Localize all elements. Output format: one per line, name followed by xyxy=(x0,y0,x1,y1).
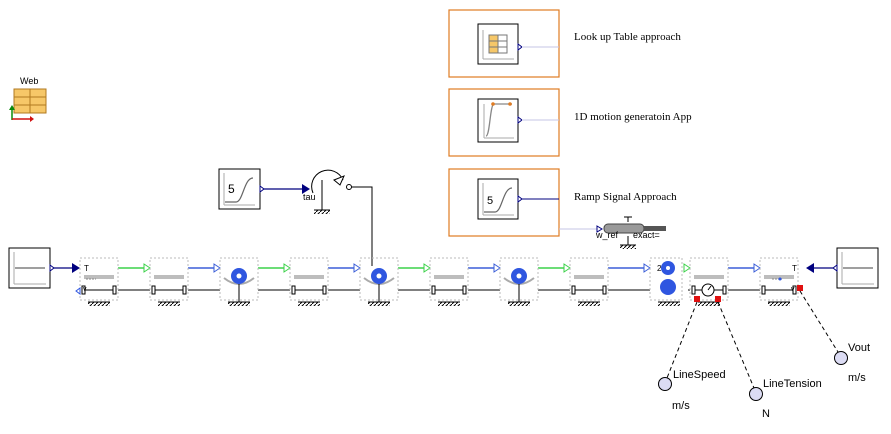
segment-tension-out-label: T xyxy=(792,264,797,273)
ground-icon xyxy=(658,302,680,306)
vout-unit: m/s xyxy=(848,372,866,384)
left-signal-arrow xyxy=(72,263,80,273)
ground-icon xyxy=(88,302,110,306)
motor-wref-label: w_ref xyxy=(595,230,619,240)
web-label: Web xyxy=(20,76,38,86)
line-speed-unit: m/s xyxy=(672,400,690,412)
vout-port xyxy=(797,285,803,291)
vout-wire xyxy=(799,290,839,353)
approach-label-ramp: Ramp Signal Approach xyxy=(574,191,677,203)
web-connector-port xyxy=(753,263,761,273)
ground-icon xyxy=(508,302,530,306)
sensor-vout[interactable]: Vout m/s xyxy=(834,342,871,384)
sensor-line-speed[interactable]: LineSpeed m/s xyxy=(658,369,726,412)
ground-icon xyxy=(768,302,790,306)
segment-speed-out-label: v xyxy=(791,286,795,293)
span-flange xyxy=(322,285,327,295)
ground-icon xyxy=(314,210,330,214)
web-connector-port xyxy=(213,263,221,273)
web-span-bar xyxy=(764,275,794,279)
ground-icon xyxy=(698,302,720,306)
torque-source[interactable]: tau xyxy=(303,169,352,214)
span-flange xyxy=(571,285,576,295)
span-flange xyxy=(691,285,696,295)
span-flange xyxy=(182,285,187,295)
torque-input-arrow xyxy=(302,184,310,194)
roller-hub xyxy=(516,273,522,279)
ground-icon xyxy=(578,302,600,306)
web-connector-port xyxy=(563,263,571,273)
right-signal-arrow xyxy=(806,263,814,273)
motor-exact-label: exact= xyxy=(633,230,660,240)
web-span-bar xyxy=(574,275,604,279)
span-flange xyxy=(431,285,436,295)
web-span-bar xyxy=(434,275,464,279)
speed-port-left xyxy=(75,287,81,295)
line-tension-wire xyxy=(717,301,755,389)
motion-profile-icon xyxy=(483,102,514,139)
roller-hub xyxy=(376,273,382,279)
span-flange xyxy=(291,285,296,295)
tension-source-left[interactable] xyxy=(8,247,55,289)
table-icon xyxy=(482,30,514,60)
line-speed-name: LineSpeed xyxy=(673,369,726,381)
line-tension-unit: N xyxy=(762,408,770,420)
vout-name: Vout xyxy=(848,342,870,354)
span-flange xyxy=(151,285,156,295)
roller-icon xyxy=(660,279,676,295)
ground-icon xyxy=(228,302,250,306)
line-tension-port xyxy=(715,296,721,302)
torque-to-roller-wire xyxy=(351,186,373,266)
web-block[interactable]: Web xyxy=(9,76,47,122)
web-end-dot xyxy=(778,277,782,281)
tension-source-right[interactable] xyxy=(832,247,879,289)
line-tension-name: LineTension xyxy=(763,378,822,390)
sensor-assembly[interactable] xyxy=(694,283,803,302)
web-connector-port xyxy=(683,263,691,273)
approach-label-lookup: Look up Table approach xyxy=(574,31,681,43)
approach-label-motion: 1D motion generatoin App xyxy=(574,111,692,123)
web-line-chain xyxy=(75,257,799,306)
ground-icon xyxy=(158,302,180,306)
span-flange xyxy=(761,285,766,295)
speed-motor[interactable]: w_ref exact= xyxy=(559,216,666,249)
web-span-bar xyxy=(84,275,114,279)
ramp-icon xyxy=(482,183,514,216)
sensor-line-tension[interactable]: LineTension N xyxy=(749,378,822,420)
double-roller-block xyxy=(649,257,683,301)
span-flange xyxy=(462,285,467,295)
roller-number-label: 2 xyxy=(657,264,662,273)
roller-hub xyxy=(666,266,670,270)
segment-tension-in-label: T xyxy=(84,264,89,273)
ground-icon xyxy=(438,302,460,306)
line-speed-wire xyxy=(666,301,698,379)
web-connector-port xyxy=(283,263,291,273)
span-flange xyxy=(602,285,607,295)
ramp-block[interactable]: 5 xyxy=(218,168,265,210)
span-flange xyxy=(112,285,117,295)
web-span-bar xyxy=(294,275,324,279)
web-connector-port xyxy=(423,263,431,273)
ramp-block-value: 5 xyxy=(228,182,235,196)
approach-ramp-signal[interactable]: 5 Ramp Signal Approach xyxy=(448,168,677,237)
web-connector-port xyxy=(493,263,501,273)
ground-icon xyxy=(620,245,636,249)
web-span-bar xyxy=(694,275,724,279)
web-connector-port xyxy=(643,263,651,273)
span-flange xyxy=(722,285,727,295)
web-connector-port xyxy=(353,263,361,273)
line-speed-port xyxy=(694,296,700,302)
web-span-bar xyxy=(154,275,184,279)
web-table-icon xyxy=(9,88,47,122)
approach-1d-motion[interactable]: 1D motion generatoin App xyxy=(448,88,692,157)
web-connector-port xyxy=(143,263,151,273)
ground-icon xyxy=(368,302,390,306)
segment-speed-in-label: v xyxy=(83,286,87,293)
ramp-value-label: 5 xyxy=(487,195,493,207)
roller-hub xyxy=(236,273,242,279)
torque-label: tau xyxy=(303,192,316,202)
approach-lookup-table[interactable]: Look up Table approach xyxy=(448,9,681,78)
ground-icon xyxy=(298,302,320,306)
